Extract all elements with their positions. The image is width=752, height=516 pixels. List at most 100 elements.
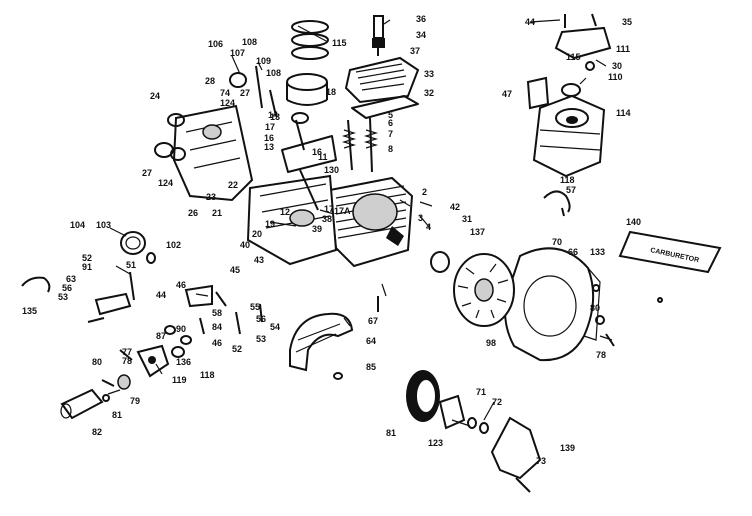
part-number: 23 (206, 192, 216, 202)
part-number: 46 (212, 338, 222, 348)
part-number: 81 (386, 428, 396, 438)
part-number: 78 (122, 356, 132, 366)
part-number: 37 (410, 46, 420, 56)
baffle-ribs (295, 323, 341, 353)
part-number: 72 (492, 397, 502, 407)
part-number: 3 (418, 213, 423, 223)
part-number: 11 (318, 152, 328, 162)
part-number: 57 (566, 185, 576, 195)
part-number: 47 (502, 89, 512, 99)
part-number: 22 (228, 180, 238, 190)
crankshaft (281, 112, 337, 227)
control-wire (21, 276, 51, 293)
starter-motor (60, 344, 170, 420)
part-number: 52 (82, 253, 92, 263)
flywheel-washer (430, 251, 450, 273)
part-number: 70 (552, 237, 562, 247)
part-number: 36 (416, 14, 426, 24)
part-number: 52 (232, 344, 242, 354)
part-number: 4 (426, 222, 431, 232)
part-number: 80 (92, 357, 102, 367)
part-number: 118 (560, 175, 575, 185)
part-number: 137 (470, 227, 485, 237)
part-number: 35 (622, 17, 632, 27)
part-number: 85 (366, 362, 376, 372)
side-cover (154, 65, 277, 202)
part-number-callouts: 36 34 115 37 33 32 44 35 111 115 30 110 … (22, 14, 641, 466)
part-number: 81 (112, 410, 122, 420)
part-number: 44 (525, 17, 535, 27)
part-number: 77 (122, 347, 132, 357)
part-number: 139 (560, 443, 575, 453)
part-number: 14 (268, 110, 278, 120)
part-number: 135 (22, 306, 37, 316)
part-number: 119 (172, 375, 187, 385)
part-number: 42 (450, 202, 460, 212)
part-number: 16 (312, 147, 322, 157)
valves (341, 117, 379, 173)
blower-housing (504, 247, 601, 362)
part-number: 115 (566, 52, 581, 62)
part-number: 78 (596, 350, 606, 360)
part-number: 103 (96, 220, 111, 230)
part-number: 118 (200, 370, 215, 380)
part-number: 13 (270, 112, 280, 122)
part-number: 56 (256, 314, 266, 324)
part-number: 21 (212, 208, 222, 218)
part-number: 104 (70, 220, 85, 230)
part-number: 7 (388, 129, 393, 139)
head-gasket (351, 95, 419, 119)
part-number: 6 (388, 118, 393, 128)
part-number: 136 (176, 357, 191, 367)
part-number: 17 (265, 122, 275, 132)
part-number: 53 (58, 292, 68, 302)
part-number: 84 (212, 322, 222, 332)
tank-bracket (554, 26, 612, 60)
part-number: 20 (252, 229, 262, 239)
misc-small-parts (333, 13, 663, 380)
part-number: 46 (176, 280, 186, 290)
part-number: 98 (486, 338, 496, 348)
part-number: 27 (142, 168, 152, 178)
throttle-linkage (87, 271, 263, 358)
part-number: 53 (256, 334, 266, 344)
starter-pulley (406, 370, 489, 434)
part-number: 124 (220, 98, 235, 108)
part-number: 34 (416, 30, 426, 40)
air-cleaner-ring (120, 231, 156, 264)
spark-plug (372, 15, 385, 56)
part-number: 80 (590, 303, 600, 313)
part-number: 79 (130, 396, 140, 406)
part-number: 56 (62, 283, 72, 293)
part-number: 31 (462, 214, 472, 224)
part-number: 17 (324, 204, 334, 214)
part-number: 102 (166, 240, 181, 250)
part-number: 114 (616, 108, 631, 118)
part-number: 140 (626, 217, 641, 227)
part-number: 2 (422, 187, 427, 197)
part-number: 74 (220, 88, 230, 98)
part-number: 109 (256, 56, 271, 66)
starter-housing (490, 416, 542, 480)
part-number: 123 (428, 438, 443, 448)
part-number: 133 (590, 247, 605, 257)
part-number: 18 (326, 87, 336, 97)
part-number: 5 (388, 110, 393, 120)
fuel-line (543, 190, 571, 213)
part-number: 28 (205, 76, 215, 86)
part-number: 17A (334, 206, 351, 216)
part-number: 64 (366, 336, 376, 346)
part-number: 55 (250, 302, 260, 312)
part-number: 12 (280, 207, 290, 217)
part-number: 32 (424, 88, 434, 98)
part-number: 24 (150, 91, 160, 101)
fuel-tank (526, 76, 606, 178)
carburetor-kit-box: CARBURETOR (618, 230, 722, 274)
part-number: 19 (265, 219, 275, 229)
part-number: 27 (240, 88, 250, 98)
part-number: 73 (536, 456, 546, 466)
part-number: 82 (92, 427, 102, 437)
part-number: 124 (158, 178, 173, 188)
flywheel (453, 253, 515, 327)
